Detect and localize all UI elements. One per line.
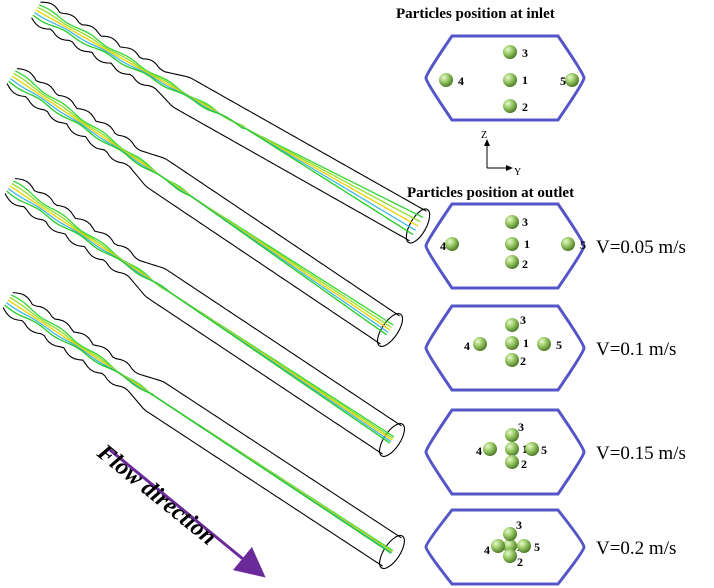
particle-label: 3 xyxy=(522,215,528,229)
particle-label: 5 xyxy=(580,238,586,252)
streamline xyxy=(13,181,394,437)
particle-5 xyxy=(517,539,531,553)
particle-label: 3 xyxy=(520,313,526,327)
particle-label: 2 xyxy=(517,555,523,569)
streamline xyxy=(38,7,421,221)
particle-1 xyxy=(505,237,519,251)
particle-3 xyxy=(505,428,519,442)
channel-3 xyxy=(5,179,409,461)
particle-label: 3 xyxy=(522,46,528,60)
channel-streamlines-group xyxy=(3,2,434,572)
streamline xyxy=(7,191,390,443)
particle-label: 3 xyxy=(516,518,522,532)
particle-5 xyxy=(537,337,551,351)
particle-label: 2 xyxy=(521,457,527,471)
particle-label: 4 xyxy=(464,339,470,353)
streamline xyxy=(39,5,423,218)
particle-2 xyxy=(505,255,519,269)
cross-section-inlet: 1 2 3 4 5 xyxy=(426,36,584,120)
channel-wall-upper xyxy=(7,84,381,345)
particle-label: 5 xyxy=(560,74,566,88)
particle-2 xyxy=(503,99,517,113)
particle-label: 4 xyxy=(484,543,490,557)
particle-4 xyxy=(483,442,497,456)
particle-1 xyxy=(503,73,517,87)
velocity-label: V=0.2 m/s xyxy=(596,538,676,559)
channel-wall-lower xyxy=(40,2,426,211)
outlet-title: Particles position at outlet xyxy=(407,185,574,201)
particle-label: 5 xyxy=(556,338,562,352)
particle-3 xyxy=(503,527,517,541)
channel-wall-upper xyxy=(5,194,383,455)
particle-label: 4 xyxy=(458,74,464,88)
particle-label: 1 xyxy=(522,73,528,87)
streamline xyxy=(8,189,391,442)
channel-cross-section-frame xyxy=(426,410,584,494)
particle-5 xyxy=(525,442,539,456)
velocity-label: V=0.1 m/s xyxy=(596,339,676,360)
channel-2 xyxy=(7,69,407,351)
coordinate-axes: Z Y xyxy=(481,130,521,178)
inlet-title: Particles position at inlet xyxy=(396,6,555,22)
particle-4 xyxy=(439,73,453,87)
cross-section-v005: 1 2 3 4 5 V=0.05 m/s xyxy=(426,204,686,288)
particle-5 xyxy=(561,237,575,251)
particle-1 xyxy=(505,442,519,456)
particle-4 xyxy=(445,237,459,251)
channel-wall-lower xyxy=(13,293,401,538)
particle-3 xyxy=(505,215,519,229)
channel-1 xyxy=(32,2,435,246)
z-axis-label: Z xyxy=(481,130,487,141)
particle-4 xyxy=(473,337,487,351)
flow-direction-label: Flow direction xyxy=(91,439,221,551)
particle-label: 3 xyxy=(518,420,524,434)
particle-5 xyxy=(565,73,579,87)
particle-2 xyxy=(505,455,519,469)
streamline xyxy=(35,13,416,231)
velocity-label: V=0.15 m/s xyxy=(596,443,686,464)
streamline xyxy=(15,71,393,325)
particle-3 xyxy=(505,318,519,332)
particle-label: 2 xyxy=(520,354,526,368)
particle-label: 2 xyxy=(522,257,528,271)
particle-label: 1 xyxy=(524,237,530,251)
cross-section-v01: 1 2 3 4 5 V=0.1 m/s xyxy=(426,306,676,390)
particle-3 xyxy=(503,45,517,59)
particle-label: 4 xyxy=(440,239,446,253)
y-axis-label: Y xyxy=(514,167,521,178)
particle-label: 1 xyxy=(523,336,529,350)
streamline xyxy=(10,79,388,333)
particle-1 xyxy=(505,336,519,350)
velocity-label: V=0.05 m/s xyxy=(596,237,686,258)
streamline xyxy=(12,184,393,439)
particle-label: 5 xyxy=(541,443,547,457)
particle-4 xyxy=(491,539,505,553)
particle-2 xyxy=(503,549,517,563)
particle-2 xyxy=(505,353,519,367)
particle-label: 5 xyxy=(534,540,540,554)
particle-label: 4 xyxy=(476,444,482,458)
particle-label: 2 xyxy=(522,100,528,114)
streamline xyxy=(14,74,392,328)
